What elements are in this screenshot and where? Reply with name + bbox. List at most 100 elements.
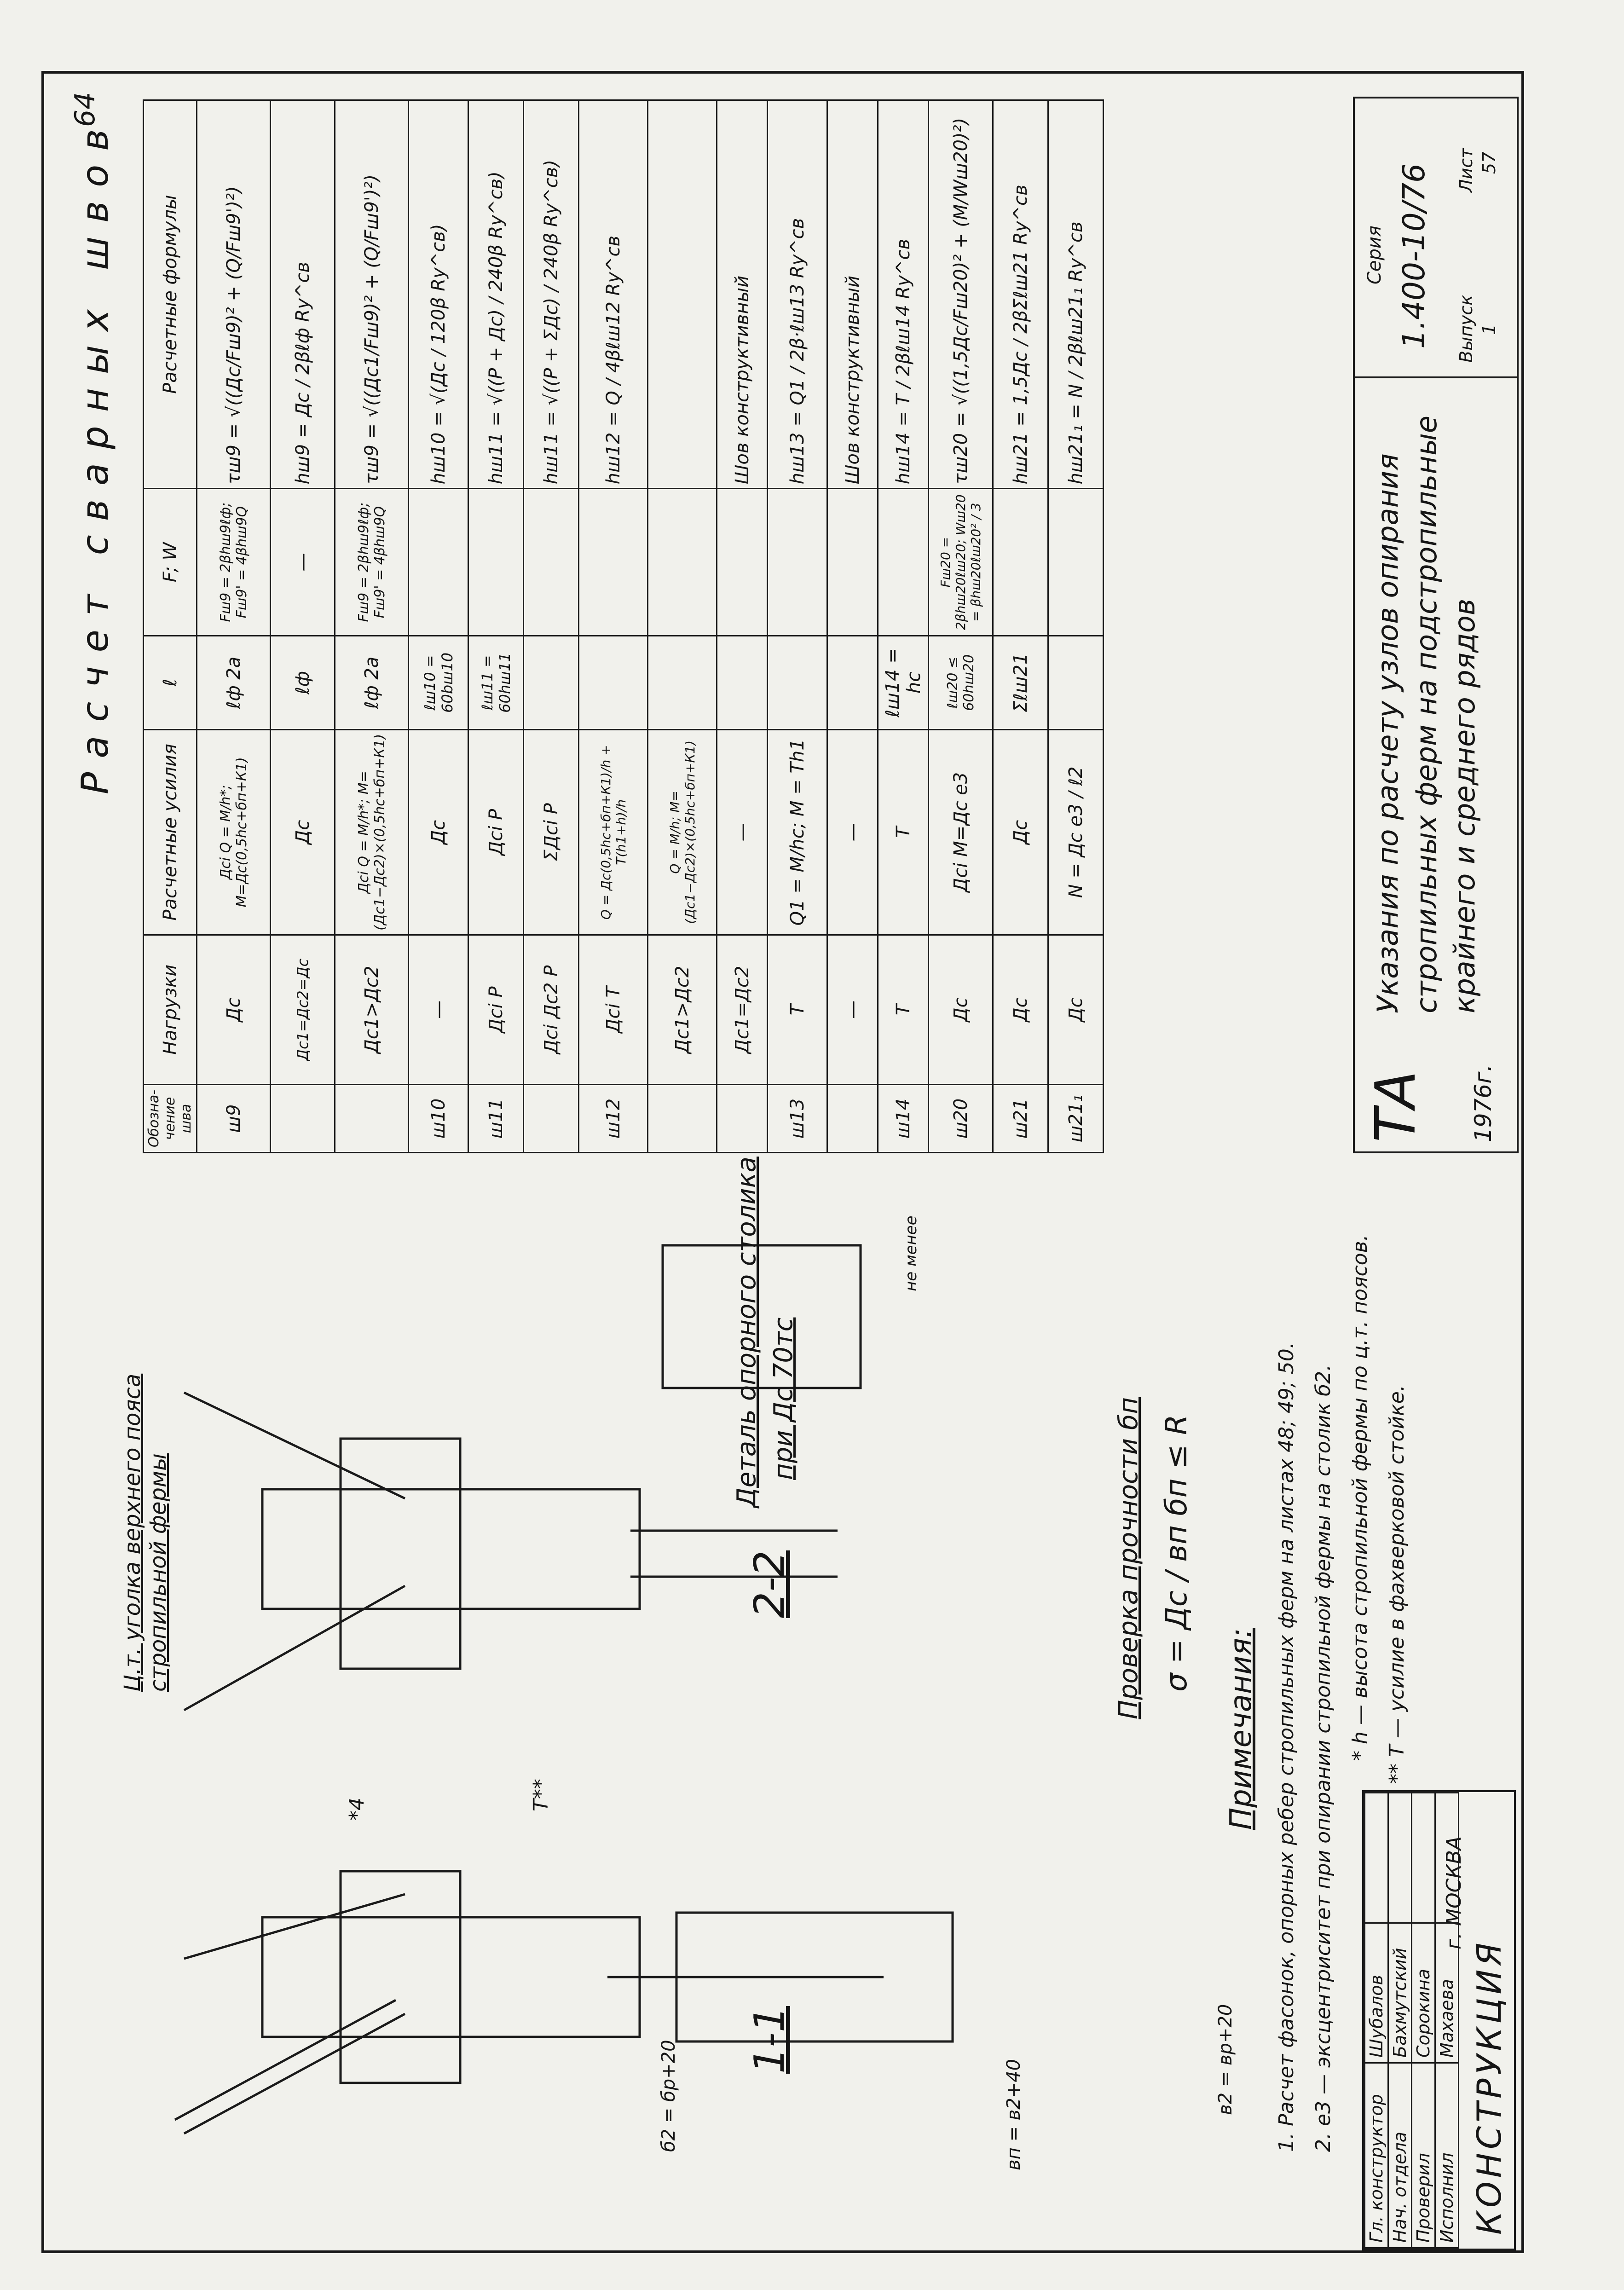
cell-load: — bbox=[827, 935, 878, 1085]
signature-cell bbox=[1388, 1793, 1412, 1923]
detail-sub: при Дс 70тс bbox=[769, 1317, 798, 1480]
cell-formula: τш9 = √((Дс/Fш9)² + (Q/Fш9')²) bbox=[196, 100, 271, 489]
title-year: 1976г. bbox=[1470, 1064, 1497, 1142]
plate-2 bbox=[339, 1437, 462, 1670]
cell-load: Дс1>Дс2 bbox=[647, 935, 717, 1085]
cell-forces: Дс bbox=[408, 729, 468, 935]
cell-load: Дс bbox=[1048, 935, 1104, 1085]
cell-load: Дсi T bbox=[578, 935, 648, 1085]
cell-formula: hш10 = √(Дс / 120β Ry^св) bbox=[408, 100, 468, 489]
notes-title: Примечания: bbox=[1224, 1628, 1258, 1830]
note-2: 2. е3 — эксцентриситет при опирании стро… bbox=[1312, 1364, 1335, 2152]
cell-fw bbox=[827, 488, 878, 636]
cell-load: Дс bbox=[993, 935, 1048, 1085]
cell-l bbox=[578, 636, 648, 730]
cell-formula: τш20 = √((1,5Дс/Fш20)² + (M/Wш20)²) bbox=[928, 100, 993, 489]
cell-formula: hш11 = √((P + ΣДс) / 240β Ry^св) bbox=[523, 100, 579, 489]
table-row: ш10 — Дс ℓш10 = 60bш10 hш10 = √(Дс / 120… bbox=[408, 100, 468, 1153]
cell-fw bbox=[1048, 488, 1104, 636]
cell-load: — bbox=[408, 935, 468, 1085]
diagonal-left-1 bbox=[183, 2012, 406, 2135]
signature-cell bbox=[1364, 1793, 1388, 1923]
table-row: ш12 Дсi T Q = Дс(0,5hc+бп+К1)/h + T(h1+h… bbox=[578, 100, 648, 1153]
label-t2: T** bbox=[529, 1779, 553, 1811]
stamp-org: КОНСТРУКЦИЯ bbox=[1470, 1939, 1508, 2235]
cell-formula: hш11 = √((P + Дс) / 240β Ry^св) bbox=[468, 100, 524, 489]
table-row: ш21 Дс Дс Σℓш21 hш21 = 1,5Дс / 2βΣℓш21 R… bbox=[993, 100, 1048, 1153]
cell-l: ℓф bbox=[270, 636, 335, 730]
cell-weld: ш21 bbox=[993, 1084, 1048, 1153]
col-designation: Обозна-чение шва bbox=[143, 1084, 197, 1153]
cell-forces: Дс bbox=[270, 729, 335, 935]
cell-load: Дсi P bbox=[468, 935, 524, 1085]
cell-weld: ш10 bbox=[408, 1084, 468, 1153]
cell-weld bbox=[335, 1084, 409, 1153]
title-text: Указания по расчету узлов опирания строп… bbox=[1371, 415, 1482, 1013]
table-row: Дс1=Дс2=Дс Дс ℓф — hш9 = Дс / 2βℓф Ry^св bbox=[270, 100, 335, 1153]
cell-load: T bbox=[878, 935, 929, 1085]
cell-formula: hш14 = T / 2βℓш14 Ry^св bbox=[878, 100, 929, 489]
cell-fw bbox=[878, 488, 929, 636]
cell-l bbox=[647, 636, 717, 730]
table-row: ш21₁ Дс N = Дс е3 / ℓ2 hш21₁ = N / 2βℓш2… bbox=[1048, 100, 1104, 1153]
cell-load: Дс1=Дс2 bbox=[717, 935, 768, 1085]
table-row: Дс1>Дс2 Q = M/h; M=(Дс1−Дс2)×(0,5hc+бп+К… bbox=[647, 100, 717, 1153]
cell-weld bbox=[717, 1084, 768, 1153]
cell-fw bbox=[578, 488, 648, 636]
label-star4: *4 bbox=[345, 1798, 369, 1821]
cell-weld: ш20 bbox=[928, 1084, 993, 1153]
cell-l: ℓш11 = 60hш11 bbox=[468, 636, 524, 730]
column-2 bbox=[261, 1488, 641, 1610]
section-1-1: 1-1 bbox=[746, 2006, 794, 2074]
cell-fw bbox=[647, 488, 717, 636]
signature-cell bbox=[1435, 1793, 1459, 1923]
cell-fw: — bbox=[270, 488, 335, 636]
col-fw: F; W bbox=[143, 488, 197, 636]
table-row: ш13 T Q1 = M/hc; M = Th1 hш13 = Q1 / 2β·… bbox=[767, 100, 827, 1153]
signature-cell bbox=[1411, 1793, 1435, 1923]
stamp-name: Шубалов bbox=[1364, 1923, 1388, 2063]
note-3: * h — высота стропильной фермы по ц.т. п… bbox=[1348, 1234, 1372, 1761]
note-1: 1. Расчет фасонок, опорных ребер стропил… bbox=[1275, 1342, 1298, 2152]
cell-l: ℓф 2а bbox=[196, 636, 271, 730]
col-l: ℓ bbox=[143, 636, 197, 730]
cell-l: ℓф 2а bbox=[335, 636, 409, 730]
cell-formula: hш12 = Q / 4βℓш12 Ry^св bbox=[578, 100, 648, 489]
cell-formula: hш9 = Дс / 2βℓф Ry^св bbox=[270, 100, 335, 489]
cell-formula: hш21 = 1,5Дс / 2βΣℓш21 Ry^св bbox=[993, 100, 1048, 489]
section-2-2: 2-2 bbox=[746, 1550, 794, 1618]
cell-load: Дсi Дс2 P bbox=[523, 935, 579, 1085]
bearing-plate-1 bbox=[675, 1911, 954, 2043]
cell-fw bbox=[468, 488, 524, 636]
cell-load: Дс bbox=[928, 935, 993, 1085]
cell-fw bbox=[767, 488, 827, 636]
node-drawings bbox=[174, 1244, 954, 2135]
cell-fw: Fш20 = 2βhш20ℓш20; Wш20 = βhш20ℓш20² / 3 bbox=[928, 488, 993, 636]
col-loads: Нагрузки bbox=[143, 935, 197, 1085]
cell-l bbox=[717, 636, 768, 730]
plate-1 bbox=[339, 1870, 462, 2084]
cell-weld: ш14 bbox=[878, 1084, 929, 1153]
cell-load: Дс1=Дс2=Дс bbox=[270, 935, 335, 1085]
cell-formula: τш9 = √((Дс1/Fш9)² + (Q/Fш9')²) bbox=[335, 100, 409, 489]
table-row: ш9 Дс Дсi Q = M/h*; M=Дс(0,5hc+бп+К1) ℓф… bbox=[196, 100, 271, 1153]
stamp-name: Сорокина bbox=[1411, 1923, 1435, 2063]
cell-l bbox=[1048, 636, 1104, 730]
table-row: ш20 Дс Дсi M=Дс е3 ℓш20 ≤ 60hш20 Fш20 = … bbox=[928, 100, 993, 1153]
title-code: ТА bbox=[1364, 1070, 1428, 1142]
column-1 bbox=[261, 1916, 641, 2038]
cell-formula: hш21₁ = N / 2βℓш21₁ Ry^св bbox=[1048, 100, 1104, 489]
cell-weld bbox=[523, 1084, 579, 1153]
sheet-label: Лист bbox=[1456, 148, 1476, 192]
series-box: Серия 1.400-10/76 Выпуск 1 Лист 57 bbox=[1355, 97, 1517, 378]
cell-l bbox=[523, 636, 579, 730]
table-title: Расчет сварных швов bbox=[74, 115, 116, 794]
col-formulas: Расчетные формулы bbox=[143, 100, 197, 489]
cell-fw bbox=[523, 488, 579, 636]
stamp-role: Проверил bbox=[1411, 2063, 1435, 2248]
